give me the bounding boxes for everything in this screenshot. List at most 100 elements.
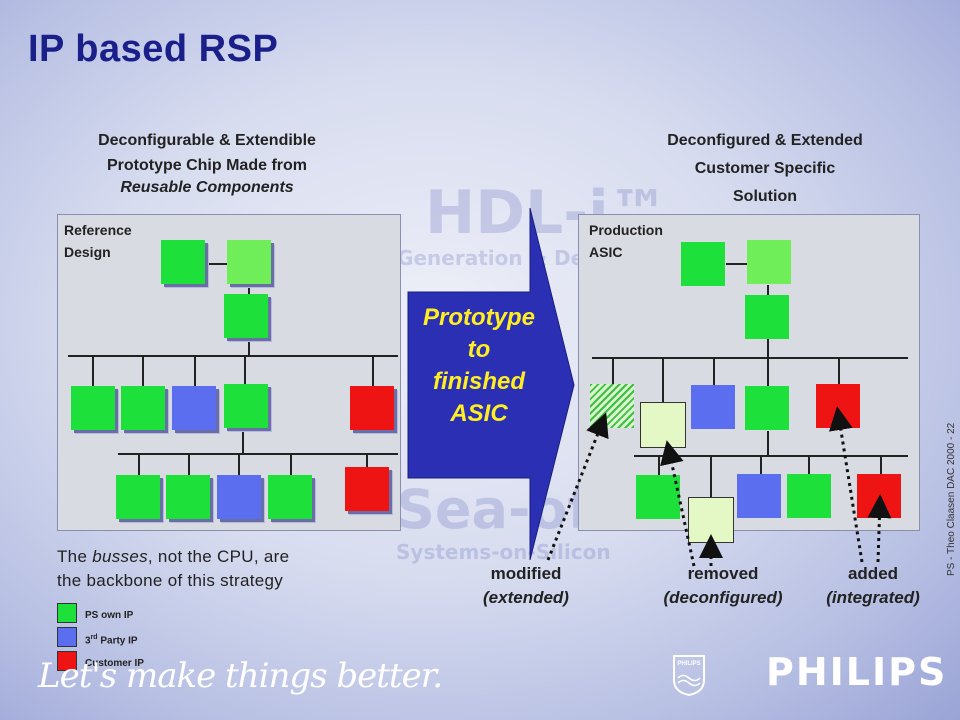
caption-removed-title: removed — [687, 564, 759, 583]
note-text-a: The — [57, 547, 93, 566]
legend-customer-label: Customer IP — [85, 658, 144, 669]
left-block-ps-7 — [166, 475, 210, 519]
reference-label-line1: Reference — [64, 222, 132, 238]
page-title: IP based RSP — [28, 28, 279, 70]
left-drop-b — [142, 357, 144, 386]
right-block-ps-3 — [745, 386, 789, 430]
watermark-systems: Systems-on-Silicon — [396, 540, 611, 564]
right-link-a — [726, 263, 748, 265]
removed-pointer-1 — [660, 440, 696, 567]
left-cpu-link — [248, 285, 250, 297]
left-block-ps-2 — [224, 294, 268, 338]
right-drop-j — [880, 457, 882, 474]
left-drop-j — [366, 455, 368, 467]
caption-modified-sub: (extended) — [483, 588, 569, 607]
slogan: Let's make things better. — [38, 656, 443, 696]
left-block-customer-1 — [350, 386, 394, 430]
left-drop-d — [244, 357, 246, 384]
arrow-label-line3: finished — [432, 368, 525, 395]
left-link-1 — [248, 339, 250, 355]
right-block-cpu — [747, 240, 791, 284]
caption-removed-sub: (deconfigured) — [663, 588, 783, 607]
right-heading: Deconfigured & Extended Customer Specifi… — [600, 128, 930, 210]
right-drop-d — [767, 359, 769, 386]
note-emphasis: busses — [92, 547, 148, 566]
right-upper-bus — [592, 357, 908, 359]
added-pointer-1 — [828, 406, 864, 563]
left-heading: Deconfigurable & Extendible Prototype Ch… — [40, 128, 374, 198]
legend-ps-own-label: PS own IP — [85, 610, 134, 621]
right-block-ps-2 — [745, 295, 789, 339]
right-drop-a — [612, 359, 614, 384]
right-heading-line2: Customer Specific — [694, 160, 836, 177]
left-block-ps-8 — [268, 475, 312, 519]
right-drop-g — [710, 457, 712, 497]
reference-design-label: Reference Design — [64, 219, 132, 263]
left-block-ps-5 — [224, 384, 268, 428]
left-block-customer-2 — [345, 467, 389, 511]
left-drop-a — [92, 357, 94, 386]
arrow-label: Prototype to finished ASIC — [404, 302, 554, 430]
left-upper-bus — [68, 355, 398, 357]
legend-3rd-party-swatch — [57, 627, 77, 647]
left-block-ps-1 — [161, 240, 205, 284]
left-drop-e — [372, 357, 374, 386]
legend-3rd-sup: rd — [90, 634, 98, 641]
philips-shield-logo: PHILIPS — [673, 655, 705, 696]
left-block-ps-6 — [116, 475, 160, 519]
production-label-line1: Production — [589, 222, 663, 238]
right-block-ps-4 — [636, 475, 680, 519]
production-label-line2: ASIC — [589, 244, 623, 260]
arrow-label-line1: Prototype — [422, 304, 535, 331]
left-heading-line3: Reusable Components — [120, 179, 294, 196]
right-lower-bus — [634, 455, 908, 457]
legend-3rd-text: Party IP — [97, 635, 138, 647]
reference-label-line2: Design — [64, 244, 111, 260]
left-drop-i — [290, 455, 292, 475]
shield-text: PHILIPS — [677, 661, 700, 667]
right-block-ps-1 — [681, 242, 725, 286]
left-drop-f — [138, 455, 140, 475]
left-block-3rd-2 — [217, 475, 261, 519]
right-drop-c — [713, 359, 715, 385]
production-asic-label: Production ASIC — [589, 219, 663, 263]
right-block-3rd-1 — [691, 385, 735, 429]
left-heading-line2: Prototype Chip Made from — [106, 157, 307, 174]
left-block-3rd-1 — [172, 386, 216, 430]
right-link-c — [767, 339, 769, 357]
arrow-label-line4: ASIC — [450, 400, 508, 427]
left-link-2 — [208, 263, 228, 265]
left-drop-h — [238, 455, 240, 475]
right-drop-e — [838, 359, 840, 384]
legend-3rd-num: 3 — [85, 635, 91, 647]
caption-modified-title: modified — [490, 564, 562, 583]
note-text-b: , not the CPU, are — [147, 547, 290, 566]
philips-brand: PHILIPS — [766, 650, 948, 694]
legend-3rd-party-label: 3rd Party IP — [85, 634, 138, 646]
left-lower-bus — [118, 453, 398, 455]
caption-modified: modified (extended) — [455, 562, 597, 610]
added-pointer-2 — [867, 494, 892, 563]
right-link-d — [767, 431, 769, 455]
right-block-ps-5 — [787, 474, 831, 518]
left-block-cpu — [227, 240, 271, 284]
busses-note-line2: the backbone of this strategy — [57, 571, 284, 590]
right-drop-b — [662, 359, 664, 402]
modified-pointer — [546, 412, 609, 561]
left-heading-line1: Deconfigurable & Extendible — [98, 132, 316, 149]
left-block-ps-3 — [71, 386, 115, 430]
right-heading-line3: Solution — [733, 188, 797, 205]
legend-ps-own-swatch — [57, 603, 77, 623]
right-link-b — [767, 285, 769, 295]
legend-customer-swatch — [57, 651, 77, 671]
right-heading-line1: Deconfigured & Extended — [667, 132, 863, 149]
left-drop-c — [194, 357, 196, 386]
left-drop-g — [188, 455, 190, 475]
busses-note-line1: The busses, not the CPU, are — [57, 545, 407, 569]
caption-added: added (integrated) — [806, 562, 940, 610]
right-drop-f — [658, 457, 660, 475]
right-drop-h — [760, 457, 762, 474]
footer-vertical-text: PS - Theo Claasen DAC 2000 - 22 — [946, 422, 957, 576]
arrow-label-line2: to — [467, 336, 491, 363]
